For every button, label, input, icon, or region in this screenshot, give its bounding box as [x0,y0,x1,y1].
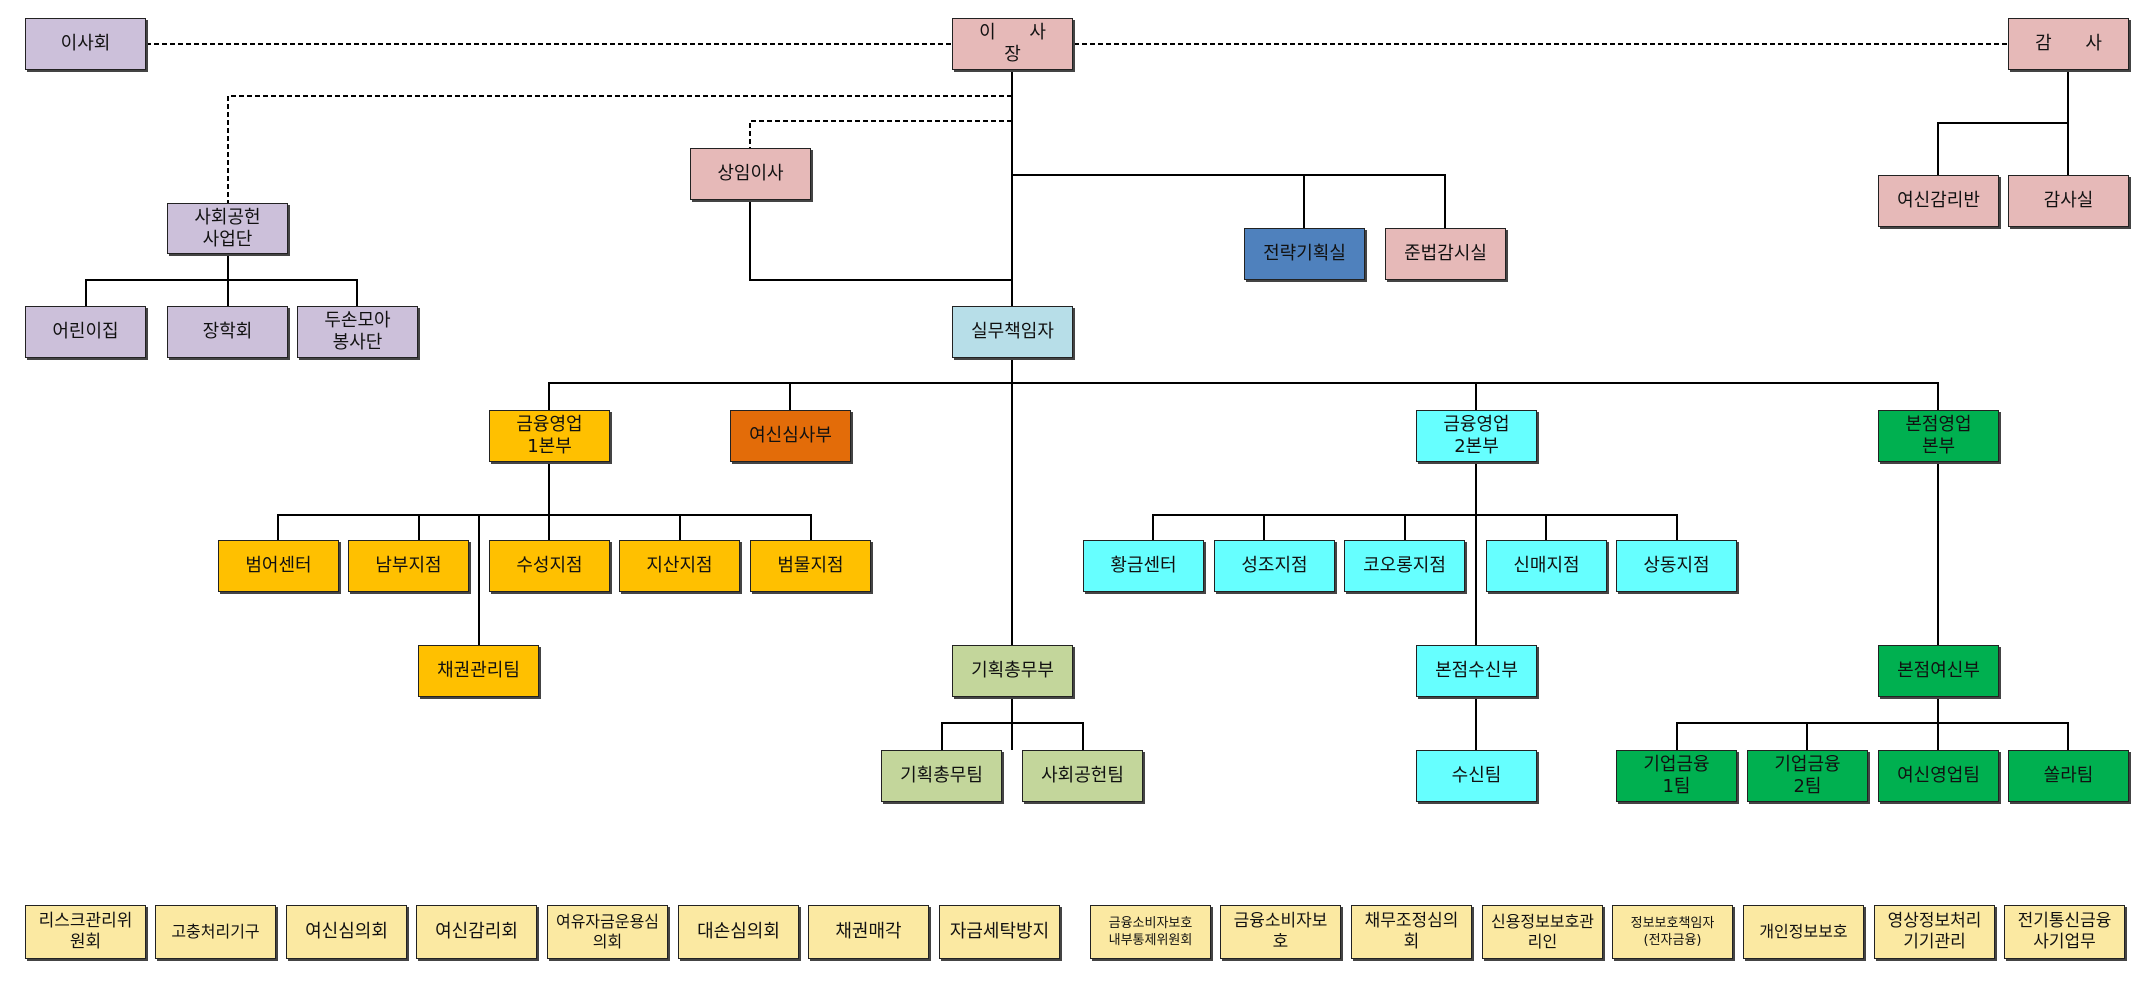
nambu-branch-box: 남부지점 [348,540,469,592]
committee-item: 대손심의회 [678,905,799,959]
seongjo-branch-box: 성조지점 [1214,540,1335,592]
sinmae-branch-box: 신매지점 [1486,540,1607,592]
daycare-box: 어린이집 [25,306,146,358]
social-team-box: 사회공헌팀 [1022,750,1143,802]
standing-director-box: 상임이사 [690,148,811,200]
suseong-branch-box: 수성지점 [489,540,610,592]
compliance-office-box: 준법감시실 [1385,228,1506,280]
credit-audit-box: 여신감리반 [1878,175,1999,227]
corporate-finance-1-box: 기업금융 1팀 [1616,750,1737,802]
main-branch-division-box: 본점영업 본부 [1878,410,1999,462]
executive-box: 실무책임자 [952,306,1073,358]
bond-management-team-box: 채권관리팀 [418,645,539,697]
beommul-branch-box: 범물지점 [750,540,871,592]
committee-item: 영상정보처리 기기관리 [1874,905,1995,959]
deposit-dept-box: 본점수신부 [1416,645,1537,697]
committee-item: 채권매각 [808,905,929,959]
scholarship-box: 장학회 [167,306,288,358]
committee-item: 금융소비자보 호 [1220,905,1341,959]
loan-dept-box: 본점여신부 [1878,645,1999,697]
committee-item: 여신심의회 [286,905,407,959]
jisan-branch-box: 지산지점 [619,540,740,592]
strategy-office-box: 전략기획실 [1244,228,1365,280]
hwanggeum-center-box: 황금센터 [1083,540,1204,592]
audit-office-box: 감사실 [2008,175,2129,227]
sangdong-branch-box: 상동지점 [1616,540,1737,592]
committee-item: 금융소비자보호 내부통제위원회 [1090,905,1211,959]
board-box: 이사회 [25,18,146,70]
corporate-finance-2-box: 기업금융 2팀 [1747,750,1868,802]
finance-division-1-box: 금융영업 1본부 [489,410,610,462]
chairman-box: 이 사 장 [952,18,1073,70]
committee-item: 전기통신금융 사기업무 [2004,905,2125,959]
committee-item: 신용정보보호관 리인 [1482,905,1603,959]
kolon-branch-box: 코오롱지점 [1344,540,1465,592]
committee-item: 여신감리회 [416,905,537,959]
auditor-box: 감 사 [2008,18,2129,70]
volunteer-box: 두손모아 봉사단 [297,306,418,358]
planning-team-box: 기획총무팀 [881,750,1002,802]
committee-item: 정보보호책임자 (전자금융) [1612,905,1733,959]
committee-item: 고충처리기구 [155,905,276,959]
committee-item: 채무조정심의 회 [1351,905,1472,959]
committee-item: 리스크관리위 원회 [25,905,146,959]
credit-review-box: 여신심사부 [730,410,851,462]
solar-team-box: 쏠라팀 [2008,750,2129,802]
committee-item: 자금세탁방지 [939,905,1060,959]
committee-item: 개인정보보호 [1743,905,1864,959]
committee-item: 여유자금운용심 의회 [547,905,668,959]
beomeo-center-box: 범어센터 [218,540,339,592]
finance-division-2-box: 금융영업 2본부 [1416,410,1537,462]
social-division-box: 사회공헌 사업단 [167,203,288,254]
planning-dept-box: 기획총무부 [952,645,1073,697]
credit-sales-team-box: 여신영업팀 [1878,750,1999,802]
deposit-team-box: 수신팀 [1416,750,1537,802]
